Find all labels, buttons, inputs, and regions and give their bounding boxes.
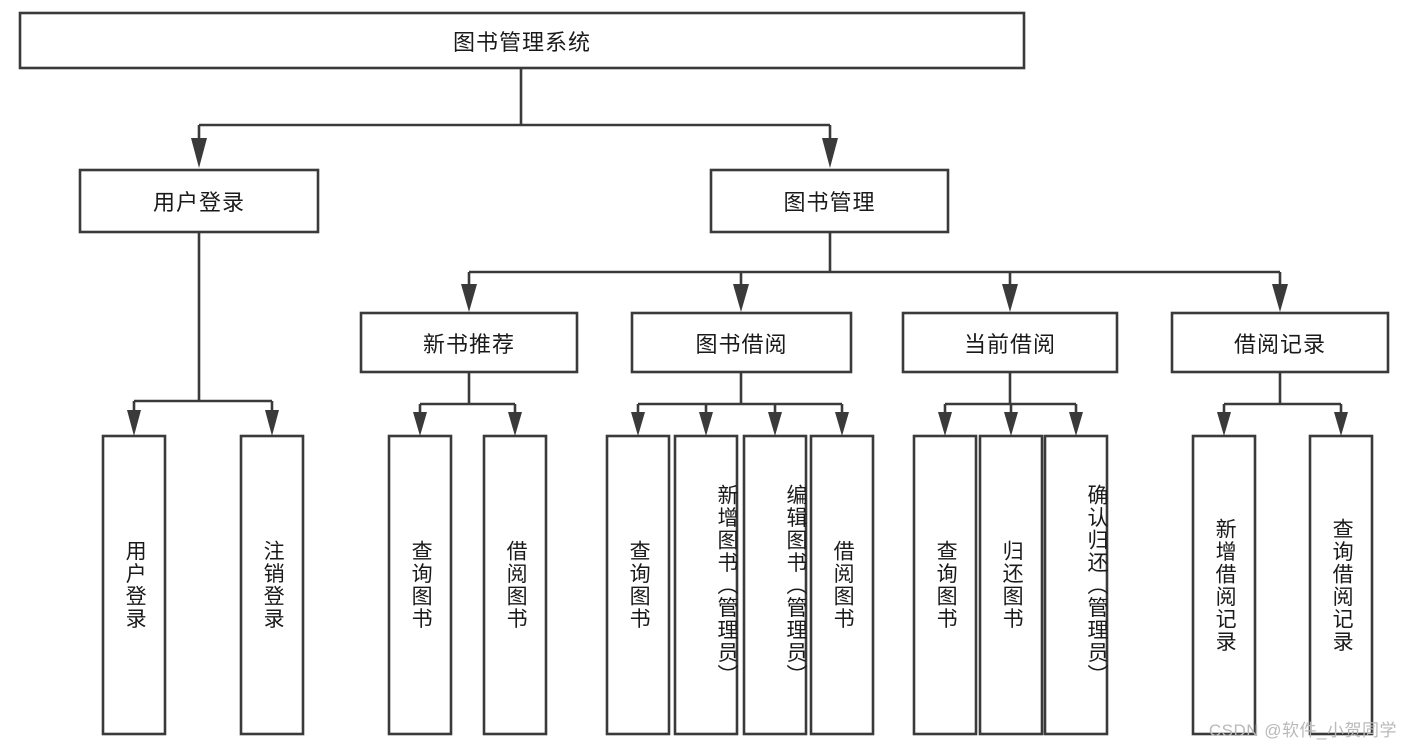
arrow-cb-leaf-1: [1004, 412, 1018, 436]
arrow-nb-leaf-1: [508, 412, 522, 436]
node-box-leaf-nb-0[interactable]: [387, 434, 453, 736]
arrow-ul-leaf-0: [127, 410, 141, 436]
node-box-leaf-bb-0[interactable]: [605, 434, 671, 736]
node-box-book-borrow[interactable]: [630, 311, 853, 374]
node-box-leaf-bb-1[interactable]: [673, 434, 739, 736]
arrow-borrow-record: [1272, 284, 1288, 312]
node-box-user-login[interactable]: [78, 168, 320, 234]
node-box-new-book[interactable]: [359, 311, 579, 374]
connectors-user-login-to-leaves: [127, 233, 279, 436]
node-box-leaf-cb-0[interactable]: [912, 434, 978, 736]
node-box-leaf-ul-0[interactable]: [101, 434, 167, 736]
node-box-leaf-br-1[interactable]: [1308, 434, 1374, 736]
node-box-leaf-nb-1[interactable]: [482, 434, 548, 736]
arrow-book-mgmt: [822, 138, 838, 168]
arrow-new-book: [461, 284, 477, 312]
arrow-bb-leaf-3: [835, 412, 849, 436]
arrow-cb-leaf-2: [1069, 412, 1083, 436]
node-box-leaf-bb-3[interactable]: [809, 434, 875, 736]
node-box-leaf-ul-1[interactable]: [239, 434, 305, 736]
connectors-new-book-to-leaves: [413, 372, 522, 436]
connectors-book-borrow-to-leaves: [631, 372, 849, 436]
node-box-current-borrow[interactable]: [901, 311, 1119, 374]
arrow-user-login: [191, 138, 207, 168]
connectors-book-mgmt-to-level3: [461, 233, 1288, 312]
arrow-cb-leaf-0: [938, 412, 952, 436]
arrow-bb-leaf-2: [768, 412, 782, 436]
node-box-book-management[interactable]: [709, 168, 950, 234]
arrow-br-leaf-1: [1334, 412, 1348, 436]
node-box-leaf-bb-2[interactable]: [742, 434, 808, 736]
arrow-ul-leaf-1: [265, 410, 279, 436]
arrow-book-borrow: [733, 284, 749, 312]
arrow-bb-leaf-1: [699, 412, 713, 436]
node-box-borrow-record[interactable]: [1170, 311, 1390, 374]
node-box-leaf-cb-2[interactable]: [1043, 434, 1109, 736]
node-box-root[interactable]: [18, 11, 1026, 70]
arrow-bb-leaf-0: [631, 412, 645, 436]
arrow-nb-leaf-0: [413, 412, 427, 436]
arrow-br-leaf-0: [1217, 412, 1231, 436]
node-box-leaf-br-0[interactable]: [1191, 434, 1257, 736]
connectors-current-borrow-to-leaves: [938, 372, 1083, 436]
arrow-current-borrow: [1002, 284, 1018, 312]
connectors-root-to-level2: [191, 69, 838, 168]
connectors-borrow-record-to-leaves: [1217, 372, 1348, 436]
node-box-leaf-cb-1[interactable]: [978, 434, 1044, 736]
